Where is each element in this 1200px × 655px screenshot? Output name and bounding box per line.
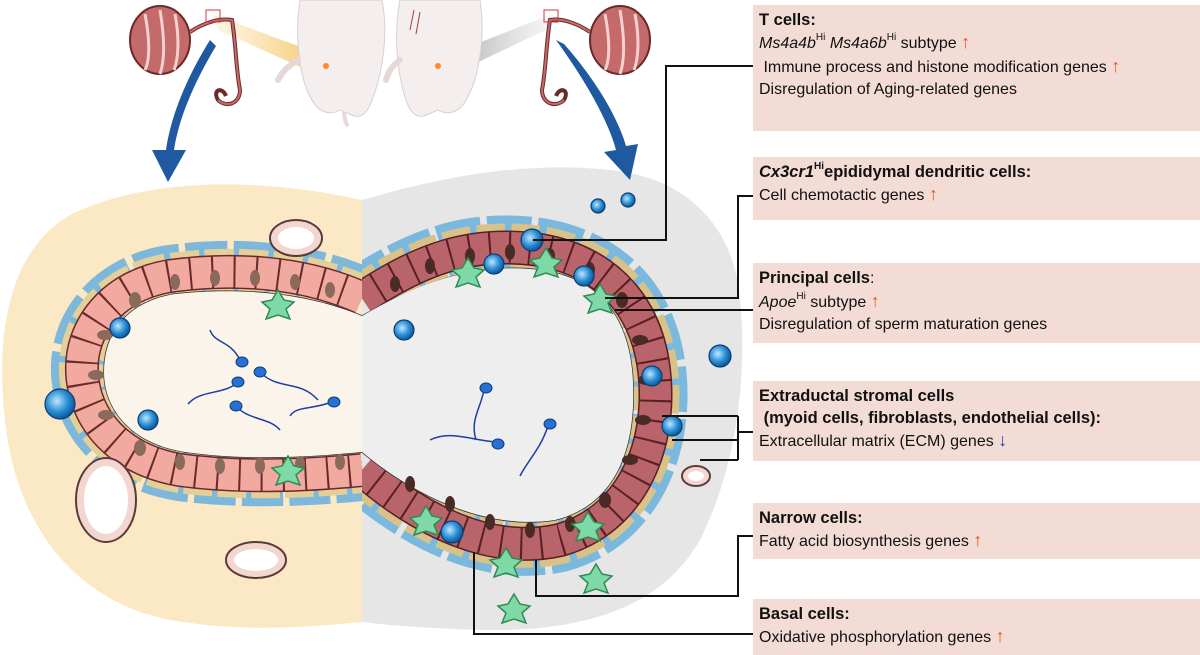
connector-t-cells <box>533 65 755 241</box>
principal-title: Principal cells: <box>759 267 1192 290</box>
sup-hi-4: Hi <box>796 291 806 302</box>
dendritic-title-rest: epididymal dendritic cells: <box>824 163 1032 181</box>
panel-t-cells: T cells: Ms4a4bHi Ms4a6bHi subtype ↑ Imm… <box>753 5 1200 131</box>
dendritic-line: Cell chemotactic genes ↑ <box>759 183 1192 207</box>
lumen-young-tint <box>104 291 362 458</box>
t-cells-immune-text: Immune process and histone modification … <box>763 59 1107 76</box>
basal-genes-text: Oxidative phosphorylation genes <box>759 629 992 646</box>
panel-dendritic-cells: Cx3cr1Hiepididymal dendritic cells: Cell… <box>753 157 1200 220</box>
young-sample-site <box>323 63 329 69</box>
sup-hi-2: Hi <box>886 32 897 43</box>
gene-cx3cr1: Cx3cr1 <box>759 163 815 181</box>
sperm-aged <box>429 389 549 477</box>
young-testis-epididymis-icon <box>129 5 243 107</box>
sup-hi-3: Hi <box>814 161 825 172</box>
young-magnify-arrow <box>152 40 216 182</box>
principal-sperm-line: Disregulation of sperm maturation genes <box>759 316 1048 333</box>
narrow-genes-text: Fatty acid biosynthesis genes <box>759 533 969 550</box>
aged-sample-site <box>435 63 441 69</box>
gene-ms4a6b: Ms4a6b <box>829 35 887 52</box>
gene-ms4a4b: Ms4a4b <box>759 35 816 52</box>
principal-title-text: Principal cells <box>759 269 870 287</box>
aged-mouse-body <box>396 0 483 117</box>
up-arrow-icon: ↑ <box>928 184 938 204</box>
sperm-aged-heads <box>479 382 557 450</box>
panel-principal-cells: Principal cells: ApoeHi subtype ↑ Disreg… <box>753 263 1200 343</box>
vessel-lumens <box>84 227 704 571</box>
stromal-title-1: Extraductal stromal cells <box>759 387 955 405</box>
sperm-young-heads <box>229 356 341 412</box>
principal-subtype-word: subtype <box>810 294 867 311</box>
panel-narrow-cells: Narrow cells: Fatty acid biosynthesis ge… <box>753 503 1200 559</box>
up-arrow-icon: ↑ <box>961 32 971 52</box>
basal-title: Basal cells: <box>759 605 850 623</box>
principal-subtype-line: ApoeHi subtype ↑ <box>759 290 1192 314</box>
aged-mouse-leg <box>383 57 403 83</box>
principal-cells-young <box>64 254 362 493</box>
aged-mouse-scratch <box>409 9 421 35</box>
t-cells-title: T cells: <box>759 11 816 29</box>
t-cells-aging-line: Disregulation of Aging-related genes <box>759 81 1017 98</box>
panel-stromal-cells: Extraductal stromal cells (myoid cells, … <box>753 381 1200 461</box>
gene-apoe: Apoe <box>759 294 797 311</box>
connector-lines <box>473 65 755 635</box>
narrow-line: Fatty acid biosynthesis genes ↑ <box>759 529 1192 553</box>
stromal-title-2-text: (myoid cells, fibroblasts, endothelial c… <box>763 409 1102 427</box>
sperm-young <box>187 329 333 431</box>
dendritic-cells <box>260 246 618 625</box>
young-mouse-body <box>297 0 386 117</box>
aged-testis-epididymis-icon <box>539 5 651 107</box>
young-mouse-tail <box>342 111 350 128</box>
panel-basal-cells: Basal cells: Oxidative phosphorylation g… <box>753 599 1200 655</box>
narrow-title: Narrow cells: <box>759 509 863 527</box>
aged-magnify-arrow <box>556 40 638 180</box>
t-cells-subtype-word: subtype <box>900 35 957 52</box>
aged-mouse-group <box>383 0 552 117</box>
t-cells <box>44 192 732 544</box>
basal-line: Oxidative phosphorylation genes ↑ <box>759 625 1192 649</box>
up-arrow-icon: ↑ <box>995 626 1005 646</box>
connector-stromal-main <box>737 416 755 460</box>
young-mouse-group <box>212 0 386 128</box>
connector-basal <box>473 552 755 635</box>
stromal-ecm-line: Extracellular matrix (ECM) genes ↓ <box>759 429 1192 453</box>
stromal-ecm-text: Extracellular matrix (ECM) genes <box>759 433 994 450</box>
dendritic-genes-text: Cell chemotactic genes <box>759 187 925 204</box>
nuclei-young <box>88 270 345 474</box>
young-mouse-leg <box>275 57 301 83</box>
connector-narrow <box>535 535 755 597</box>
up-arrow-icon: ↑ <box>1111 56 1121 76</box>
dendritic-title: Cx3cr1Hiepididymal dendritic cells: <box>759 161 1192 183</box>
up-arrow-icon: ↑ <box>973 530 983 550</box>
principal-title-colon: : <box>869 270 875 287</box>
down-arrow-icon: ↓ <box>998 430 1008 450</box>
lumen-aged-tint <box>362 268 634 522</box>
t-cells-subtype-line: Ms4a4bHi Ms4a6bHi subtype ↑ <box>759 31 1192 55</box>
t-cells-immune-line: Immune process and histone modification … <box>759 55 1192 79</box>
sup-hi-1: Hi <box>815 32 826 43</box>
up-arrow-icon: ↑ <box>870 291 880 311</box>
connector-dendritic <box>605 195 755 299</box>
stromal-title-2: (myoid cells, fibroblasts, endothelial c… <box>759 407 1192 429</box>
